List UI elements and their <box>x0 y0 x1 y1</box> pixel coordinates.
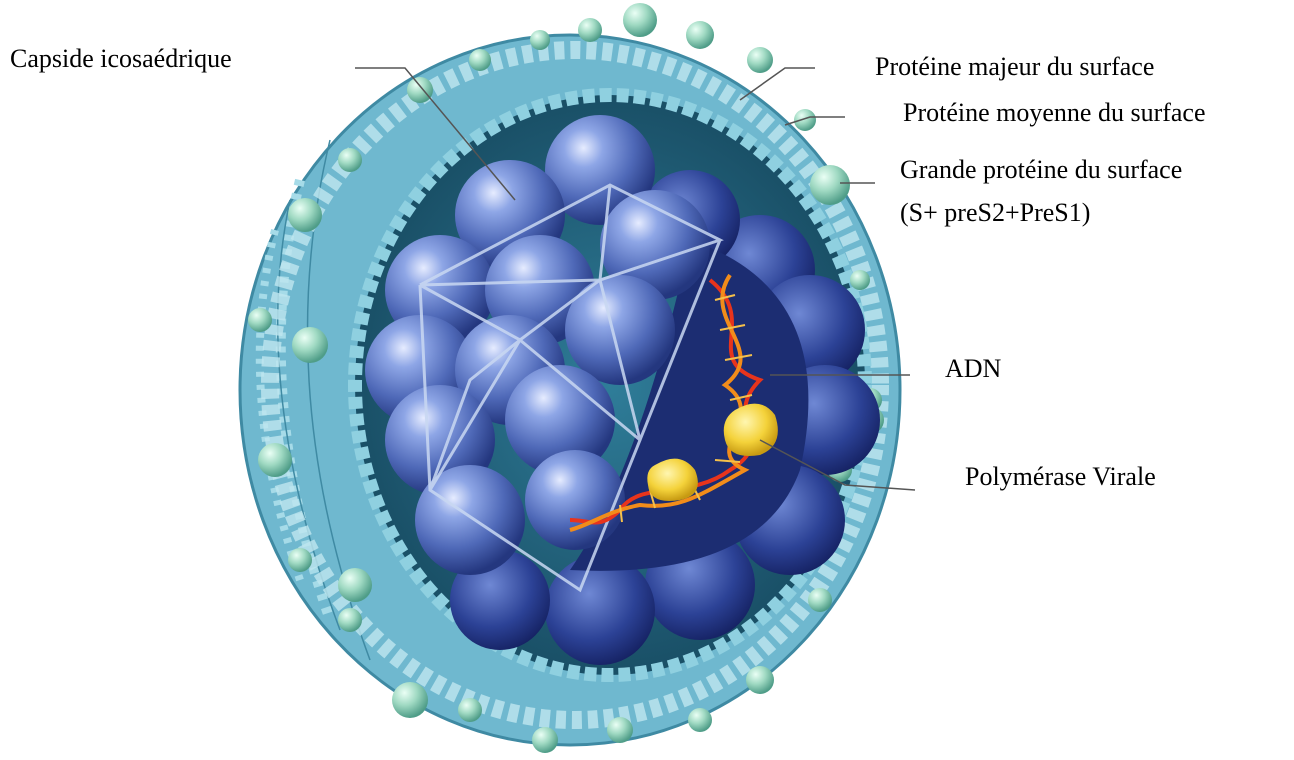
label-proteine-majeur: Protéine majeur du surface <box>875 52 1154 82</box>
label-adn: ADN <box>945 354 1001 384</box>
label-proteine-moyenne: Protéine moyenne du surface <box>903 98 1206 128</box>
label-capside-icosaedrique: Capside icosaédrique <box>10 44 232 74</box>
label-grande-proteine-detail: (S+ preS2+PreS1) <box>900 198 1090 228</box>
label-polymerase-virale: Polymérase Virale <box>965 462 1156 492</box>
label-grande-proteine: Grande protéine du surface <box>900 155 1182 185</box>
